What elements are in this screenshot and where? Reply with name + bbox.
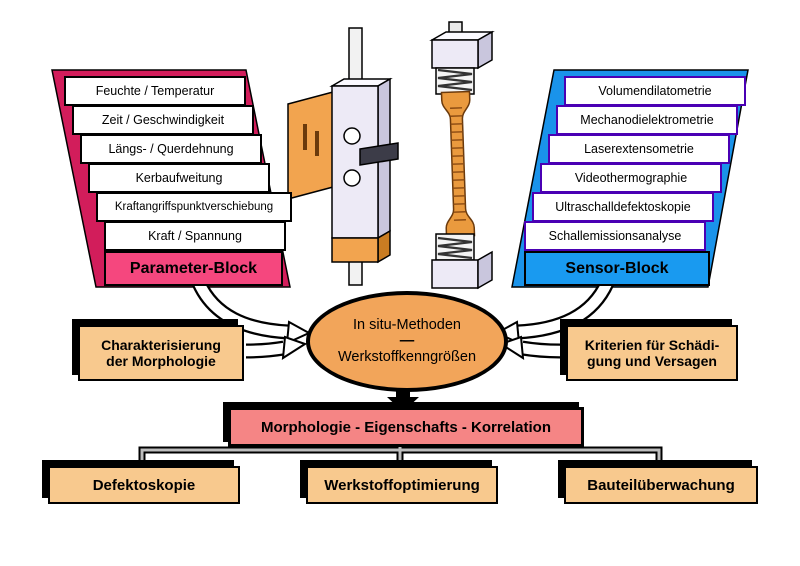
correlation-box: Morphologie - Eigenschafts - Korrelation: [228, 407, 584, 447]
criteria-box: Kriterien für Schädi- gung und Versagen: [566, 325, 738, 381]
sensor-item: Videothermographie: [540, 163, 722, 193]
parameter-item: Kraft / Spannung: [104, 221, 286, 251]
grip-fixture-illustration: [287, 27, 399, 286]
parameter-item: Längs- / Querdehnung: [80, 134, 262, 164]
parameter-item: Kraftangriffspunktverschiebung: [96, 192, 292, 222]
ellipse-line2: Werkstoffkenngrößen: [337, 349, 477, 366]
morphology-box: Charakterisierung der Morphologie: [78, 325, 244, 381]
parameter-block-title: Parameter-Block: [104, 251, 283, 286]
parameter-item: Feuchte / Temperatur: [64, 76, 246, 106]
arrow-parameter-to-ellipse: [192, 279, 312, 345]
sensor-item: Schallemissionsanalyse: [524, 221, 706, 251]
sensor-item: Ultraschalldefektoskopie: [532, 192, 714, 222]
bauteilueberwachung-box: Bauteilüberwachung: [564, 466, 758, 504]
ellipse-line1: In situ-Methoden: [352, 317, 461, 334]
arrow-criteria-to-ellipse: [498, 335, 561, 360]
parameter-item: Zeit / Geschwindigkeit: [72, 105, 254, 135]
arrow-morphology-to-ellipse: [245, 335, 308, 360]
sensor-item: Laserextensometrie: [548, 134, 730, 164]
sensor-block-title: Sensor-Block: [524, 251, 710, 286]
in-situ-ellipse: In situ-Methoden — Werkstoffkenngrößen: [306, 291, 508, 392]
sensor-item: Mechanodielektrometrie: [556, 105, 738, 135]
werkstoffoptimierung-box: Werkstoffoptimierung: [306, 466, 498, 504]
ellipse-separator: —: [399, 332, 415, 349]
defektoskopie-box: Defektoskopie: [48, 466, 240, 504]
tensile-specimen-illustration: [429, 21, 495, 290]
parameter-item: Kerbaufweitung: [88, 163, 270, 193]
sensor-item: Volumendilatometrie: [564, 76, 746, 106]
arrow-sensor-to-ellipse: [494, 279, 614, 345]
down-arrow: [387, 381, 419, 412]
